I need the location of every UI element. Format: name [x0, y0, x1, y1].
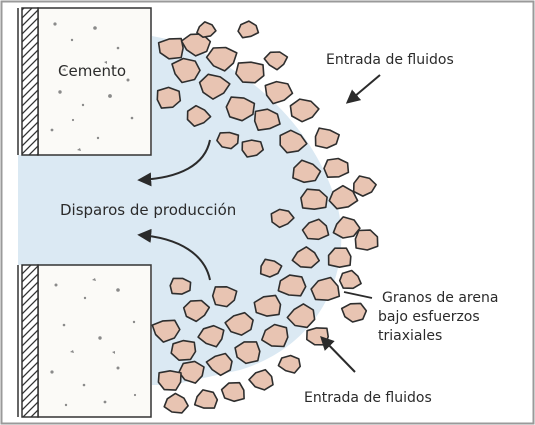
sand-grain [198, 73, 231, 100]
sand-grains [151, 20, 379, 414]
cement-label: Cemento [58, 62, 127, 80]
sand-grain [323, 157, 350, 178]
sand-grain [224, 311, 254, 336]
sand-grain [300, 188, 328, 210]
sand-grain [169, 277, 192, 295]
sand-grain [277, 354, 302, 374]
cement-block-bottom [37, 264, 152, 418]
sand-grain [216, 131, 240, 150]
sand-grain [197, 324, 225, 348]
sand-grains-leader [343, 291, 373, 299]
sand-grain [277, 274, 307, 297]
casing-wall-bottom [21, 264, 39, 418]
sand-grain [234, 341, 261, 365]
sand-grain [196, 21, 217, 39]
sand-grain [205, 46, 238, 72]
casing-wall-top [21, 7, 39, 156]
fluid-inlet-bottom-label: Entrada de fluidos [304, 390, 432, 406]
sand-grain [253, 108, 281, 131]
sand-grain [237, 20, 260, 39]
fluid-inlet-top-arrow [345, 74, 381, 104]
sand-grains-label-line2: bajo esfuerzos [378, 309, 480, 325]
sand-grain [264, 80, 294, 105]
sand-grain [186, 104, 212, 127]
sand-grain [332, 216, 361, 239]
sand-grain [157, 37, 184, 60]
sand-grain [291, 246, 321, 269]
sand-grain [354, 229, 379, 251]
sand-grain [170, 339, 197, 362]
sand-grain [157, 369, 182, 391]
sand-grain [292, 159, 322, 184]
sand-grain [286, 303, 316, 329]
sand-grain [301, 218, 330, 241]
sand-grain [241, 139, 265, 158]
cement-block-top [37, 7, 152, 156]
sand-grain [253, 294, 282, 317]
sand-grain [263, 51, 289, 71]
sand-grain [327, 247, 352, 269]
flow-arrow-top [137, 139, 211, 187]
flow-arrow-bottom [137, 228, 211, 281]
production-perforations-label: Disparos de producción [60, 201, 237, 219]
sand-grain [279, 129, 308, 154]
sand-grain [338, 269, 362, 290]
sand-grain [328, 184, 359, 210]
fluid-inlet-top-label: Entrada de fluidos [326, 52, 454, 68]
sand-grain [151, 319, 181, 343]
fluid-inlet-bottom-arrow [320, 335, 356, 373]
sand-grain [248, 368, 274, 391]
sand-grain [156, 86, 182, 109]
sand-grain [205, 352, 233, 377]
sand-grain [193, 389, 219, 409]
sand-grain [340, 302, 368, 323]
sand-grains-label-line3: triaxiales [378, 328, 443, 344]
sand-grain [180, 33, 212, 57]
sand-grain [310, 276, 341, 302]
sand-grain [352, 175, 377, 197]
sand-grain [211, 285, 238, 308]
sand-grain [171, 57, 201, 84]
sand-grain [182, 299, 211, 323]
sand-grain [314, 127, 341, 149]
sand-grain [270, 208, 295, 229]
sand-grain [220, 381, 245, 403]
sand-grain [235, 61, 265, 84]
sand-grain [289, 98, 320, 123]
cement-texture [50, 22, 137, 407]
sand-grain [163, 392, 189, 414]
sand-grain [225, 96, 256, 122]
sand-grains-label-line1: Granos de arena [382, 290, 499, 306]
sand-grain [260, 323, 289, 348]
sand-grain [178, 360, 205, 384]
sand-grain [259, 258, 283, 278]
